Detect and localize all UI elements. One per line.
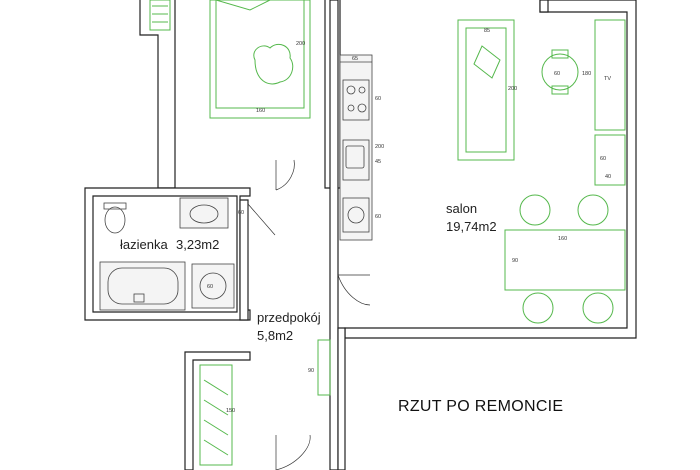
kitchen-sink — [342, 139, 370, 181]
wardrobe-line — [203, 379, 229, 396]
counter-dim-b: 60 — [375, 214, 381, 220]
sofa-seat — [465, 27, 507, 153]
sofa-length-dim: 200 — [508, 86, 517, 92]
entry-door — [275, 434, 311, 470]
wardrobe-top-left — [149, 0, 171, 31]
doors — [247, 159, 371, 470]
round-table-dim: 60 — [554, 71, 560, 77]
vanity-basin — [189, 204, 219, 224]
sofa — [457, 19, 515, 161]
sink-bowl — [345, 145, 365, 169]
bathroom-door — [247, 203, 276, 250]
side-dim-a: 60 — [600, 156, 606, 162]
dining-chair — [519, 194, 551, 226]
chair — [551, 49, 569, 59]
washer-drum — [199, 272, 227, 300]
fridge — [342, 197, 370, 233]
wardrobe-entry — [199, 364, 233, 466]
wardrobe-line — [203, 419, 229, 436]
living-wall — [344, 0, 637, 339]
kitchen-counter — [339, 54, 373, 241]
dining-table — [504, 229, 626, 291]
hallway-left-wall — [239, 199, 249, 321]
table-width-dim: 90 — [512, 258, 518, 264]
dining-chair — [582, 292, 614, 324]
bathroom-area: 3,23m2 — [176, 237, 219, 252]
hallway-name: przedpokój — [257, 310, 321, 325]
plan-title: RZUT PO REMONCIE — [398, 398, 563, 415]
bedroom-wall — [139, 0, 176, 189]
sofa-width-dim: 85 — [484, 28, 490, 34]
bathroom: 60 60 — [99, 197, 244, 311]
bed-figure — [253, 43, 294, 85]
fan-icon — [347, 206, 365, 224]
bed-mattress — [215, 0, 305, 109]
living-area: 19,74m2 — [446, 219, 497, 234]
hallway-area: 5,8m2 — [257, 328, 293, 343]
tv-cabinet — [594, 19, 626, 131]
living-room: 85 200 60 TV 180 60 40 160 90 — [457, 19, 626, 324]
kitchen: 65 60 45 200 60 — [339, 54, 384, 241]
dining-chair — [522, 292, 554, 324]
bed — [209, 0, 311, 119]
table-length-dim: 160 — [558, 236, 567, 242]
hall-cabinet-dim: 90 — [308, 368, 314, 374]
bathtub — [99, 261, 186, 311]
side-dim-b: 40 — [605, 174, 611, 180]
sofa-pillow — [473, 45, 501, 79]
counter-dim-a: 60 — [375, 96, 381, 102]
tv-label: TV — [604, 76, 611, 82]
dining-chair — [577, 194, 609, 226]
burner — [347, 104, 355, 112]
entry-wall — [184, 351, 251, 470]
side-cabinet — [594, 134, 626, 186]
round-table — [541, 53, 579, 91]
washer-dim: 60 — [207, 284, 213, 290]
living-door — [337, 274, 371, 306]
counter-depth-dim: 65 — [352, 56, 358, 62]
toilet — [104, 206, 126, 234]
walls — [84, 0, 637, 470]
hallway-right-wall — [329, 0, 339, 470]
sink-dim-a: 45 — [375, 159, 381, 165]
hall-cabinet — [317, 339, 331, 396]
vanity — [179, 197, 229, 229]
tv-cabinet-dim: 180 — [582, 71, 591, 77]
wardrobe-dim: 150 — [226, 408, 235, 414]
hall-divider-wall — [337, 327, 346, 470]
hall-storage: 150 90 — [199, 339, 331, 466]
bed-length-dim: 200 — [296, 41, 305, 47]
vanity-dim: 60 — [238, 210, 244, 216]
washer — [191, 263, 235, 309]
bathroom-name: łazienka — [120, 237, 168, 252]
bath-drain — [133, 293, 145, 303]
wardrobe-line — [203, 399, 229, 416]
living-top-wall — [539, 0, 549, 13]
hall-door-top — [275, 159, 295, 191]
wardrobe-line — [203, 439, 229, 456]
burner — [358, 86, 366, 94]
bed-width-dim: 160 — [256, 108, 265, 114]
bed-sheet — [215, 0, 271, 11]
bedroom: 160 200 — [149, 0, 311, 119]
bathtub-inner — [107, 267, 179, 305]
chair — [551, 85, 569, 95]
burner — [346, 85, 356, 95]
burner — [357, 103, 367, 113]
living-name: salon — [446, 201, 477, 216]
sink-dim-b: 200 — [375, 144, 384, 150]
toilet-tank — [103, 202, 127, 210]
cooktop — [342, 79, 370, 121]
